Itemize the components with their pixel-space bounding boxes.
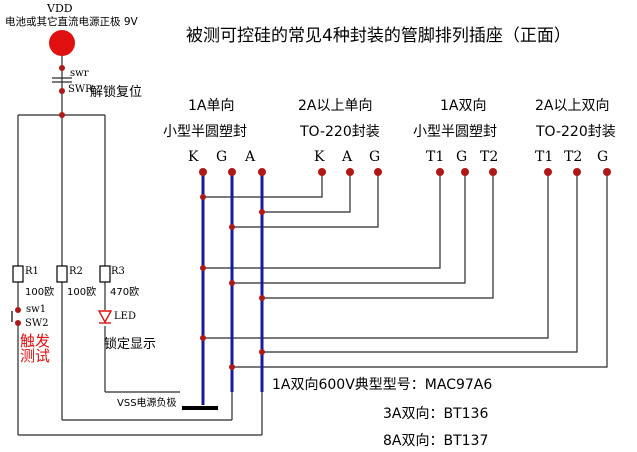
model-2-label: 3A双向： [383,406,444,422]
r1-body [12,265,24,283]
r2-body [56,265,68,283]
pkg1-pin-a: A [245,149,256,165]
sw2-label: SW2 [25,318,49,329]
trigger-test-label-1: 触发 [20,332,51,350]
vdd-desc: 电池或其它直流电源正极 9V [5,16,138,28]
pkg2-pin-k: K [314,149,325,165]
pkg3-t2-wire [262,172,494,299]
pkg3-t1-wire [203,172,441,269]
pkg2-k-wire [203,172,323,198]
socket-pkg3-t2[interactable] [489,168,497,176]
model-3-label: 8A双向： [383,433,444,449]
unlock-reset-label: 解锁复位 [90,85,143,100]
dot [200,194,206,200]
r1-name: R1 [25,266,39,277]
model-2: 3A双向：BT136 [383,403,488,423]
pkg4-pin-t1: T1 [535,149,554,165]
socket-g[interactable] [228,168,236,176]
dot [229,364,235,370]
pkg3-line1: 1A双向 [440,98,487,114]
r3-value: 470欧 [110,287,140,298]
pin-sockets [199,168,611,176]
dot [229,224,235,230]
socket-pkg2-a[interactable] [346,168,354,176]
pkg2-a-wire [262,172,351,213]
pin-buses [201,172,264,405]
r2-name: R2 [69,266,83,277]
pkg3-g-wire [232,172,466,284]
socket-a[interactable] [258,168,266,176]
pkg2-line1: 2A以上单向 [298,98,373,114]
pkg2-pin-g: G [369,149,381,165]
led-name: LED [114,311,136,322]
swr-label: swr [70,68,89,79]
pkg4-line1: 2A以上双向 [535,98,610,114]
diagram-title: 被测可控硅的常见4种封装的管脚排列插座（正面） [186,26,571,46]
swr2-label: SWR [68,84,93,95]
dot [229,280,235,286]
vdd-terminal-icon [49,30,75,56]
junction-dots [15,65,265,370]
dot [15,307,21,313]
socket-pkg4-t1[interactable] [544,168,552,176]
dot [59,65,65,71]
r2-value: 100欧 [67,287,97,298]
dot [15,320,21,326]
model-3-value: BT137 [443,433,489,449]
model-1-label: 1A双向600V典型型号： [272,377,425,393]
dot [259,295,265,301]
socket-pkg3-g[interactable] [461,168,469,176]
r3-body [99,265,111,283]
dot [259,349,265,355]
vss-label: VSS电源负极 [117,398,177,409]
socket-pkg2-g[interactable] [374,168,382,176]
pkg1-line2: 小型半圆塑封 [163,124,247,140]
pkg1-pin-g: G [216,149,228,165]
socket-pkg4-g[interactable] [603,168,611,176]
socket-pkg3-t1[interactable] [436,168,444,176]
pkg2-g-wire [232,172,379,228]
pkg4-g-wire [232,172,608,368]
model-1: 1A双向600V典型型号：MAC97A6 [272,374,492,394]
pkg3-pin-g: G [456,149,468,165]
pkg1-line1: 1A单向 [188,98,235,114]
pkg4-t1-wire [203,172,549,339]
dot [59,112,65,118]
pkg4-pin-t2: T2 [564,149,583,165]
dot [59,88,65,94]
pkg2-pin-a: A [342,149,353,165]
led-lock-display-label: 锁定显示 [104,337,157,352]
model-2-value: BT136 [443,406,489,422]
socket-pkg2-k[interactable] [318,168,326,176]
pkg1-pin-k: K [188,149,199,165]
vdd-label: VDD [47,2,73,15]
socket-pkg4-t2[interactable] [573,168,581,176]
sw1-label: sw1 [26,304,47,315]
pkg3-pin-t1: T1 [426,149,445,165]
pkg2-line2: TO-220封装 [300,124,380,140]
pkg4-t2-wire [262,172,578,353]
r3-name: R3 [111,266,125,277]
pkg4-pin-g: G [597,149,609,165]
pkg3-pin-t2: T2 [480,149,499,165]
model-1-value: MAC97A6 [424,377,493,393]
led-icon [97,310,113,324]
dot [200,335,206,341]
resistor-bodies [12,265,111,283]
dot [259,209,265,215]
r1-value: 100欧 [25,287,55,298]
trigger-test-label-2: 测试 [20,347,51,365]
model-3: 8A双向：BT137 [383,430,488,450]
pkg3-line2: 小型半圆塑封 [413,124,497,140]
pkg4-line2: TO-220封装 [536,124,616,140]
socket-k[interactable] [199,168,207,176]
dot [200,265,206,271]
